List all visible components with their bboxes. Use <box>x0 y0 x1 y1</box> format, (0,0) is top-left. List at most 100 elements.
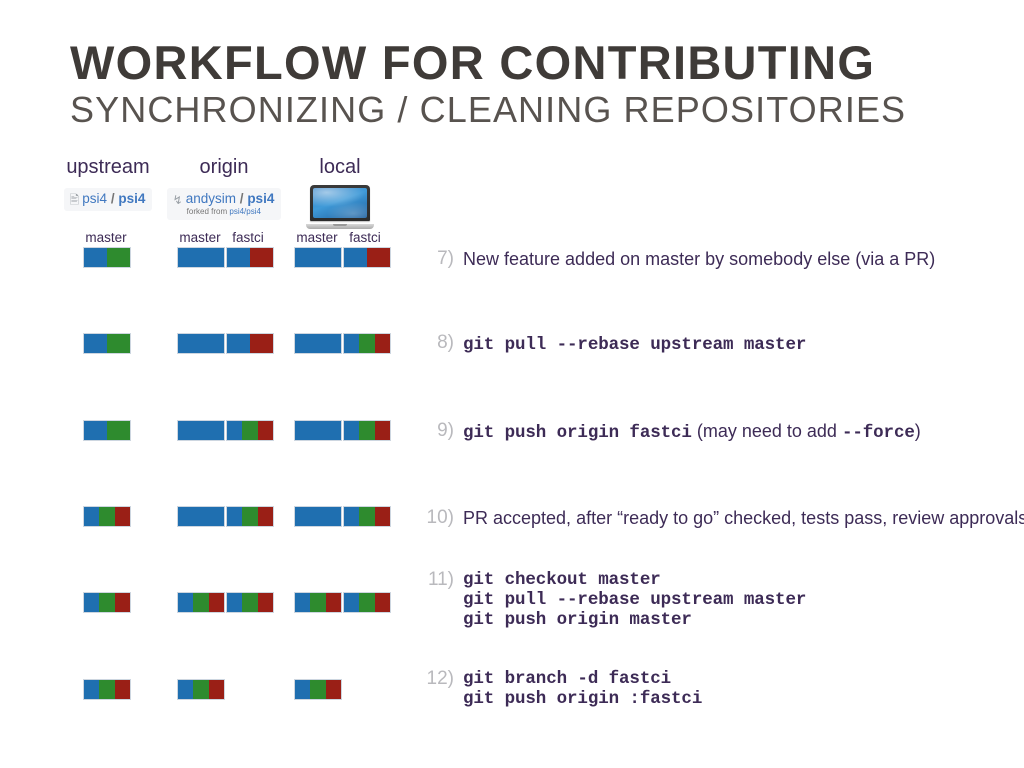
forked-from-note: forked from psi4/psi4 <box>173 206 275 216</box>
repo-owner: psi4 <box>82 191 108 206</box>
workflow-step: 8) git pull --rebase upstream master <box>424 332 806 356</box>
commit-segment-g <box>310 680 326 699</box>
branch-bar-origin-fastci <box>226 506 274 527</box>
commit-segment-r <box>208 680 224 699</box>
text-fragment: PR accepted, after “ready to go” checked… <box>463 508 1024 528</box>
commit-segment-r <box>374 421 390 440</box>
branch-bar-origin-fastci <box>226 333 274 354</box>
step-text: git push origin fastci (may need to add … <box>463 420 921 444</box>
commit-segment-r <box>374 334 390 353</box>
text-fragment: New feature added on master by somebody … <box>463 249 936 269</box>
commit-segment-g <box>359 507 375 526</box>
column-title-local: local <box>319 156 361 178</box>
commit-segment-g <box>99 593 115 612</box>
commit-segment-g <box>359 421 375 440</box>
commit-segment-b <box>295 593 311 612</box>
text-fragment: (may need to add <box>691 421 842 441</box>
command-fragment: git pull --rebase upstream master <box>463 335 807 355</box>
column-header-origin: origin ↯andysim / psi4 forked from psi4/… <box>163 157 285 220</box>
command-fragment: git push origin fastci <box>463 423 692 443</box>
commit-segment-r <box>250 248 273 267</box>
step-number: 8) <box>437 332 454 353</box>
commit-segment-g <box>359 334 375 353</box>
text-fragment: ) <box>914 421 921 441</box>
commit-segment-b <box>227 593 243 612</box>
branch-bar-upstream-master <box>83 420 131 441</box>
branch-label-origin-fastci: fastci <box>232 230 264 245</box>
branch-bar-upstream-master <box>83 679 131 700</box>
step-text: New feature added on master by somebody … <box>463 248 935 270</box>
commit-segment-b <box>344 507 360 526</box>
branch-bar-origin-master <box>177 506 225 527</box>
commit-segment-g <box>193 680 209 699</box>
commit-segment-b <box>295 680 311 699</box>
branch-bar-local-master <box>294 247 342 268</box>
page-subtitle: SYNCHRONIZING / CLEANING REPOSITORIES <box>70 88 907 130</box>
commit-segment-g <box>107 248 130 267</box>
branch-bar-upstream-master <box>83 333 131 354</box>
commit-segment-b <box>295 421 341 440</box>
command-line: git pull --rebase upstream master <box>463 590 807 610</box>
branch-bar-origin-master <box>177 679 225 700</box>
column-title-upstream: upstream <box>66 156 150 178</box>
commit-segment-r <box>257 421 273 440</box>
commit-segment-b <box>227 507 243 526</box>
commit-segment-g <box>99 507 115 526</box>
commit-segment-r <box>374 593 390 612</box>
step-number: 11) <box>427 569 454 590</box>
column-header-upstream: upstream 🖹psi4 / psi4 <box>44 157 172 211</box>
laptop-icon <box>306 185 374 229</box>
commit-segment-r <box>257 507 273 526</box>
commit-segment-g <box>242 421 258 440</box>
commit-segment-b <box>227 248 250 267</box>
branch-bar-origin-fastci <box>226 247 274 268</box>
commit-segment-b <box>295 248 341 267</box>
laptop-notch <box>333 224 347 226</box>
commit-segment-b <box>84 248 107 267</box>
repo-name: psi4 <box>118 191 146 206</box>
commit-segment-g <box>107 421 130 440</box>
commit-segment-r <box>208 593 224 612</box>
repo-badge-line: ↯andysim / psi4 <box>173 191 275 207</box>
commit-segment-r <box>114 593 130 612</box>
branch-bar-local-master <box>294 592 342 613</box>
commit-segment-b <box>84 507 100 526</box>
branch-bar-local-master <box>294 420 342 441</box>
branch-bar-local-fastci <box>343 333 391 354</box>
step-number: 12) <box>426 668 454 689</box>
command-fragment: --force <box>841 423 915 443</box>
commit-segment-g <box>242 507 258 526</box>
branch-bar-origin-master <box>177 420 225 441</box>
step-number: 10) <box>426 507 454 528</box>
workflow-step: 10) PR accepted, after “ready to go” chec… <box>424 507 1024 529</box>
repo-badge-origin[interactable]: ↯andysim / psi4 forked from psi4/psi4 <box>166 188 282 220</box>
commit-segment-g <box>310 593 326 612</box>
repo-badge-upstream[interactable]: 🖹psi4 / psi4 <box>63 188 153 211</box>
commit-segment-b <box>84 680 100 699</box>
commit-segment-r <box>325 593 341 612</box>
commit-segment-r <box>114 680 130 699</box>
commit-segment-b <box>344 334 360 353</box>
branch-bar-local-fastci <box>343 592 391 613</box>
branch-bar-origin-master <box>177 333 225 354</box>
laptop-lid <box>310 185 370 221</box>
commit-segment-r <box>114 507 130 526</box>
forked-from-repo: psi4/psi4 <box>229 206 261 216</box>
branch-bar-origin-fastci <box>226 420 274 441</box>
commit-segment-b <box>295 334 341 353</box>
repo-badge-line: 🖹psi4 / psi4 <box>70 191 146 207</box>
commit-segment-b <box>227 334 250 353</box>
repo-owner: andysim <box>185 191 237 206</box>
branch-bar-upstream-master <box>83 247 131 268</box>
forked-from-label: forked from <box>186 206 228 216</box>
commit-segment-g <box>99 680 115 699</box>
repo-separator: / <box>239 191 244 206</box>
commit-segment-r <box>367 248 390 267</box>
title-block: WORKFLOW FOR CONTRIBUTING SYNCHRONIZING … <box>70 38 906 130</box>
commit-segment-b <box>178 507 224 526</box>
commit-segment-g <box>107 334 130 353</box>
